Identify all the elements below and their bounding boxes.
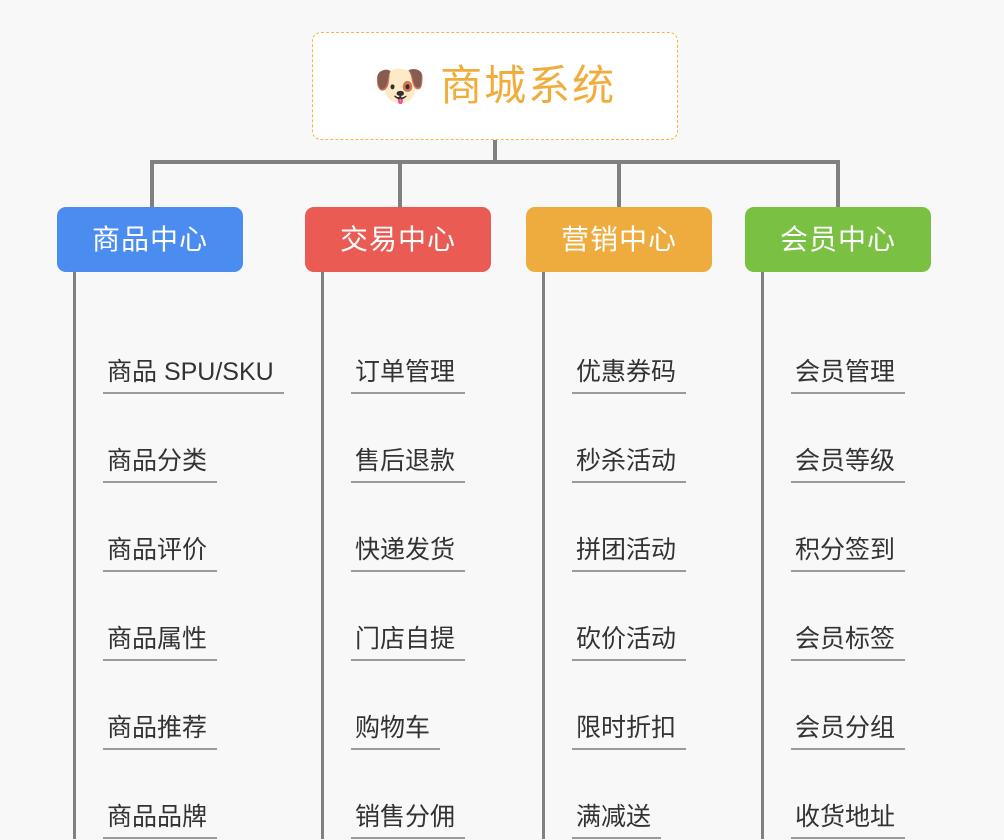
leaf-label: 商品推荐 bbox=[103, 714, 218, 750]
list-item[interactable]: 门店自提 bbox=[324, 572, 491, 661]
branch-header-trade-center[interactable]: 交易中心 bbox=[305, 207, 491, 272]
leaf-label: 订单管理 bbox=[351, 358, 466, 394]
list-item[interactable]: 订单管理 bbox=[324, 305, 491, 394]
leaf-label: 门店自提 bbox=[351, 625, 466, 661]
leaf-label: 商品分类 bbox=[103, 447, 218, 483]
leaf-label: 快递发货 bbox=[351, 536, 466, 572]
branch-header-member-center[interactable]: 会员中心 bbox=[745, 207, 931, 272]
list-item[interactable]: 商品推荐 bbox=[76, 661, 243, 750]
connector-drop-1 bbox=[150, 160, 154, 207]
list-item[interactable]: 砍价活动 bbox=[545, 572, 712, 661]
branch-header-marketing-center[interactable]: 营销中心 bbox=[526, 207, 712, 272]
list-item[interactable]: 拼团活动 bbox=[545, 483, 712, 572]
list-item[interactable]: 会员分组 bbox=[764, 661, 931, 750]
connector-drop-3 bbox=[617, 160, 621, 207]
list-item[interactable]: 限时折扣 bbox=[545, 661, 712, 750]
list-item[interactable]: 积分签到 bbox=[764, 483, 931, 572]
leaf-label: 积分签到 bbox=[791, 536, 906, 572]
leaf-label: 会员等级 bbox=[791, 447, 906, 483]
list-item[interactable]: 销售分佣 bbox=[324, 750, 491, 839]
branch-trade-center: 交易中心 订单管理 售后退款 快递发货 门店自提 购物车 销售分佣 bbox=[305, 207, 491, 839]
leaf-label: 收货地址 bbox=[791, 803, 906, 839]
list-item[interactable]: 商品属性 bbox=[76, 572, 243, 661]
list-item[interactable]: 满减送 bbox=[545, 750, 712, 839]
leaf-label: 售后退款 bbox=[351, 447, 466, 483]
leaf-label: 会员管理 bbox=[791, 358, 906, 394]
branch-marketing-center: 营销中心 优惠券码 秒杀活动 拼团活动 砍价活动 限时折扣 满减送 bbox=[526, 207, 712, 839]
leaf-label: 砍价活动 bbox=[572, 625, 687, 661]
list-item[interactable]: 优惠券码 bbox=[545, 305, 712, 394]
root-node[interactable]: 🐶 商城系统 bbox=[312, 32, 678, 140]
leaf-label: 销售分佣 bbox=[351, 803, 466, 839]
list-item[interactable]: 购物车 bbox=[324, 661, 491, 750]
branch-leaf-list: 商品 SPU/SKU 商品分类 商品评价 商品属性 商品推荐 商品品牌 bbox=[73, 272, 284, 839]
list-item[interactable]: 秒杀活动 bbox=[545, 394, 712, 483]
root-title: 商城系统 bbox=[440, 62, 617, 109]
leaf-label: 会员标签 bbox=[791, 625, 906, 661]
leaf-label: 商品 SPU/SKU bbox=[103, 358, 284, 394]
leaf-label: 秒杀活动 bbox=[572, 447, 687, 483]
branch-header-label: 交易中心 bbox=[339, 223, 456, 255]
connector-root-stem bbox=[493, 140, 497, 163]
leaf-label: 满减送 bbox=[572, 803, 662, 839]
list-item[interactable]: 商品 SPU/SKU bbox=[76, 305, 284, 394]
list-item[interactable]: 会员管理 bbox=[764, 305, 931, 394]
branch-leaf-list: 优惠券码 秒杀活动 拼团活动 砍价活动 限时折扣 满减送 bbox=[542, 272, 712, 839]
leaf-label: 拼团活动 bbox=[572, 536, 687, 572]
branch-product-center: 商品中心 商品 SPU/SKU 商品分类 商品评价 商品属性 商品推荐 商品品牌 bbox=[57, 207, 284, 839]
list-item[interactable]: 商品评价 bbox=[76, 483, 243, 572]
connector-drop-2 bbox=[398, 160, 402, 207]
leaf-label: 会员分组 bbox=[791, 714, 906, 750]
list-item[interactable]: 收货地址 bbox=[764, 750, 931, 839]
leaf-label: 优惠券码 bbox=[572, 358, 687, 394]
branch-member-center: 会员中心 会员管理 会员等级 积分签到 会员标签 会员分组 收货地址 bbox=[745, 207, 931, 839]
leaf-label: 商品属性 bbox=[103, 625, 218, 661]
branch-leaf-list: 订单管理 售后退款 快递发货 门店自提 购物车 销售分佣 bbox=[321, 272, 491, 839]
list-item[interactable]: 商品分类 bbox=[76, 394, 243, 483]
list-item[interactable]: 售后退款 bbox=[324, 394, 491, 483]
list-item[interactable]: 会员等级 bbox=[764, 394, 931, 483]
connector-horizontal-bus bbox=[150, 160, 840, 164]
list-item[interactable]: 快递发货 bbox=[324, 483, 491, 572]
branch-header-label: 会员中心 bbox=[779, 223, 896, 255]
branch-header-label: 营销中心 bbox=[560, 223, 677, 255]
leaf-label: 限时折扣 bbox=[572, 714, 687, 750]
dog-face-icon: 🐶 bbox=[373, 61, 427, 110]
branch-leaf-list: 会员管理 会员等级 积分签到 会员标签 会员分组 收货地址 bbox=[761, 272, 931, 839]
list-item[interactable]: 商品品牌 bbox=[76, 750, 243, 839]
list-item[interactable]: 会员标签 bbox=[764, 572, 931, 661]
branch-header-product-center[interactable]: 商品中心 bbox=[57, 207, 243, 272]
leaf-label: 购物车 bbox=[351, 714, 441, 750]
connector-drop-4 bbox=[836, 160, 840, 207]
leaf-label: 商品品牌 bbox=[103, 803, 218, 839]
branch-header-label: 商品中心 bbox=[91, 223, 208, 255]
leaf-label: 商品评价 bbox=[103, 536, 218, 572]
